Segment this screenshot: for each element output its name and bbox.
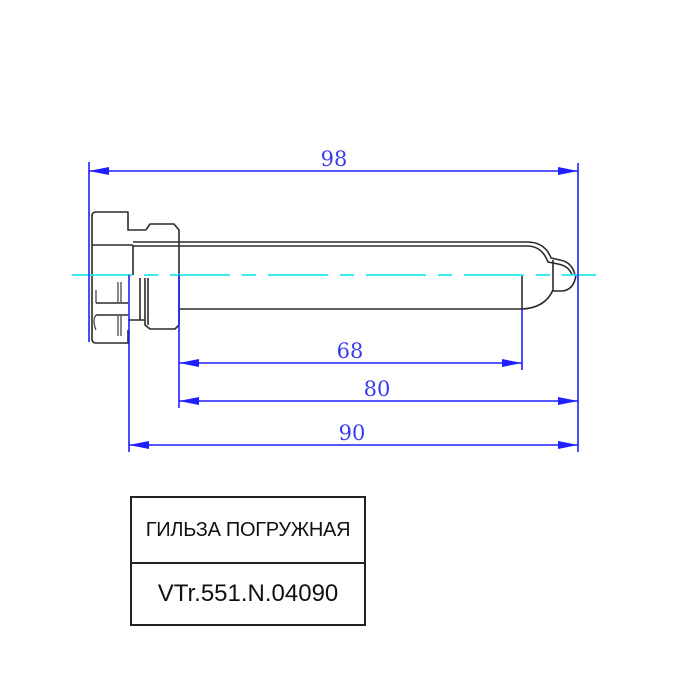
threaded-section — [128, 223, 180, 330]
title-block-code: VTr.551.N.04090 — [157, 580, 339, 607]
hex-head — [91, 211, 146, 344]
sleeve-body — [133, 241, 577, 310]
dimension-label-68: 68 — [337, 339, 364, 363]
dimension-label-80: 80 — [364, 377, 391, 401]
dimension-90: 90 — [129, 421, 578, 449]
dimension-label-90: 90 — [339, 421, 366, 445]
dimension-80: 80 — [179, 377, 578, 405]
title-block-name: ГИЛЬЗА ПОГРУЖНАЯ — [132, 498, 364, 564]
dimension-68: 68 — [179, 339, 522, 367]
dimension-label-98: 98 — [321, 147, 348, 171]
dimension-98: 98 — [89, 147, 578, 175]
title-block: ГИЛЬЗА ПОГРУЖНАЯ VTr.551.N.04090 — [130, 496, 366, 626]
thermowell-part — [91, 211, 577, 344]
dimensions: 98 68 80 90 — [88, 147, 579, 452]
